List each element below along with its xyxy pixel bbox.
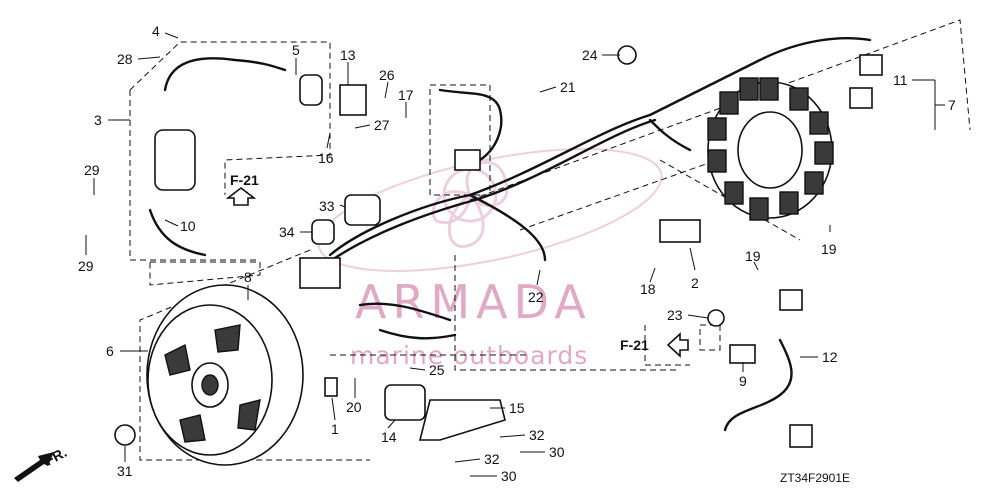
nut-31 bbox=[114, 424, 136, 446]
callout-6: 6 bbox=[106, 343, 114, 359]
callout-29-lower: 29 bbox=[78, 258, 94, 274]
callout-18: 18 bbox=[640, 281, 656, 297]
callout-29-upper: 29 bbox=[84, 162, 100, 178]
connector-11a bbox=[849, 87, 873, 109]
callout-9: 9 bbox=[739, 373, 747, 389]
callout-5: 5 bbox=[292, 42, 300, 58]
callout-24: 24 bbox=[582, 47, 598, 63]
leader-lines bbox=[85, 32, 945, 477]
callout-8: 8 bbox=[244, 269, 252, 285]
stator-teeth bbox=[707, 77, 834, 221]
rubber-sleeve-34 bbox=[311, 219, 335, 245]
pulser-14 bbox=[384, 384, 426, 421]
callout-13: 13 bbox=[340, 47, 356, 63]
bracket-15 bbox=[418, 399, 506, 441]
callout-28: 28 bbox=[117, 51, 133, 67]
watermark-brand: ARMADA bbox=[355, 275, 592, 329]
callout-33: 33 bbox=[319, 198, 335, 214]
callout-25: 25 bbox=[429, 362, 445, 378]
callout-19-left: 19 bbox=[745, 248, 761, 264]
callout-4: 4 bbox=[152, 23, 160, 39]
callout-labels: 4 28 5 3 13 26 17 21 24 11 7 27 16 29 10… bbox=[78, 23, 956, 484]
connector-11b bbox=[859, 54, 883, 76]
callout-14: 14 bbox=[381, 429, 397, 445]
plate-9 bbox=[729, 344, 756, 364]
callout-16: 16 bbox=[318, 150, 334, 166]
stator bbox=[707, 77, 834, 221]
wire-harness bbox=[148, 37, 872, 432]
callout-27: 27 bbox=[374, 117, 390, 133]
ref-f21-top-label: F-21 bbox=[230, 172, 259, 188]
grommet-24 bbox=[617, 45, 637, 65]
callout-22: 22 bbox=[528, 289, 544, 305]
callout-12: 12 bbox=[822, 349, 838, 365]
callout-30-upper: 30 bbox=[549, 444, 565, 460]
callout-1: 1 bbox=[331, 421, 339, 437]
callout-30-lower: 30 bbox=[501, 468, 517, 484]
callout-32-lower: 32 bbox=[484, 451, 500, 467]
callout-15: 15 bbox=[509, 400, 525, 416]
key-1 bbox=[324, 377, 338, 397]
callout-3: 3 bbox=[94, 112, 102, 128]
watermark-tagline: marine outboards bbox=[350, 341, 588, 370]
callout-10: 10 bbox=[180, 218, 196, 234]
connector-block bbox=[454, 149, 481, 171]
ignition-coil bbox=[154, 129, 196, 191]
front-direction-arrow: FR. bbox=[14, 444, 69, 482]
callout-17: 17 bbox=[398, 87, 414, 103]
flywheel bbox=[146, 284, 304, 466]
callout-21: 21 bbox=[560, 79, 576, 95]
connector-12-bottom bbox=[789, 424, 813, 448]
connector-body bbox=[299, 257, 341, 289]
callout-11: 11 bbox=[893, 72, 908, 88]
diagram-code: ZT34F2901E bbox=[780, 471, 850, 485]
plug-cap bbox=[299, 74, 323, 106]
callout-19-right: 19 bbox=[821, 241, 837, 257]
clamp-23 bbox=[707, 309, 725, 327]
bracket-2 bbox=[659, 219, 701, 243]
callout-31: 31 bbox=[117, 463, 133, 479]
callout-2: 2 bbox=[691, 275, 699, 291]
callout-20: 20 bbox=[346, 399, 362, 415]
ref-f21-right: F-21 bbox=[620, 332, 689, 358]
callout-32-upper: 32 bbox=[529, 427, 545, 443]
callout-34: 34 bbox=[279, 224, 295, 240]
switch-unit bbox=[339, 84, 367, 116]
rubber-sleeve-33 bbox=[344, 194, 381, 226]
connector-12-top bbox=[779, 289, 803, 311]
callout-26: 26 bbox=[379, 67, 395, 83]
callout-23: 23 bbox=[667, 307, 683, 323]
callout-7: 7 bbox=[948, 97, 956, 113]
ref-f21-top: F-21 bbox=[225, 172, 259, 206]
ref-f21-right-label: F-21 bbox=[620, 337, 649, 353]
components bbox=[114, 45, 883, 448]
